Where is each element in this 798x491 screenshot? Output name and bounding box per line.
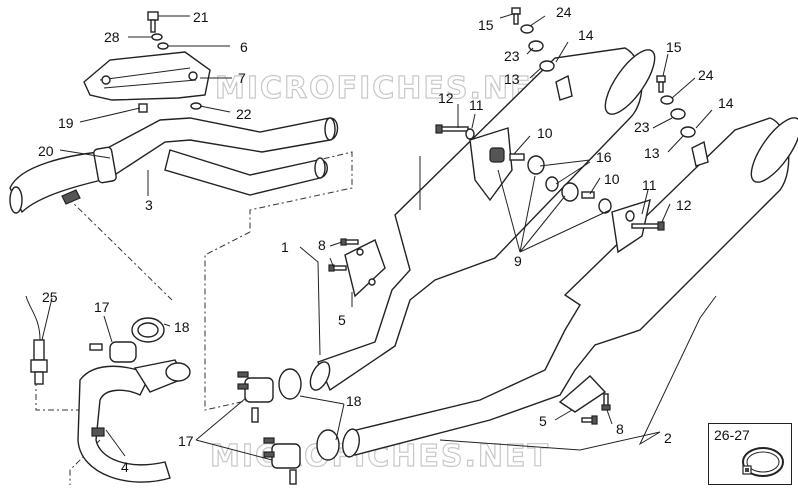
muffler-left [309,47,656,392]
callout-1: 1 [281,239,289,255]
callout-24-left: 24 [556,4,572,20]
header-pipe [9,117,339,214]
muffler-right [342,117,798,458]
watermark-top: MICROFICHES.NET [215,71,555,106]
callout-18-lower: 18 [346,393,362,409]
callout-6: 6 [240,39,248,55]
rubber-mount-lower [545,176,612,214]
callout-7: 7 [238,70,246,86]
guide-line-sensor [35,380,86,411]
callout-17-lower: 17 [178,433,194,449]
callout-10-lower: 10 [604,171,620,187]
guide-line-header [249,151,353,232]
callout-14-right: 14 [718,95,734,111]
bush-23-right [670,108,686,120]
callout-18-upper: 18 [174,319,190,335]
inset-label: 26-27 [714,427,750,443]
spacer-13-left [539,60,555,72]
bolt-15-right [656,75,666,93]
callout-2: 2 [664,430,672,446]
inset-panel: 26-27 [708,423,792,485]
sleeve-upper [131,317,165,343]
washer-11-right [625,210,635,222]
clamp-upper [89,341,137,363]
oxygen-sensor [25,295,48,385]
callout-4: 4 [121,459,129,475]
callout-15-right: 15 [666,39,682,55]
callout-23-left: 23 [504,48,520,64]
callout-10-upper: 10 [537,125,553,141]
mount-plate-right [611,198,651,254]
callout-20: 20 [38,143,54,159]
callout-16: 16 [596,149,612,165]
bolt-21 [147,11,159,33]
washer-28 [151,33,163,41]
nut-19 [138,103,148,113]
callout-13-left: 13 [504,71,520,87]
bracket-left [344,239,386,298]
bolts-8-right [581,393,611,425]
callout-13-right: 13 [644,145,660,161]
callout-28: 28 [104,29,120,45]
callout-19: 19 [58,115,74,131]
bolt-12-left [435,124,469,134]
callout-21: 21 [193,9,209,25]
hose-clamp-icon [742,447,784,477]
bracket-right [558,375,607,413]
callout-24-right: 24 [698,67,714,83]
guide-line-header-to-sleeve [67,197,173,301]
washer-6 [157,42,169,50]
washer-24-right [660,95,674,105]
callout-5-right: 5 [539,413,547,429]
callout-11-left: 11 [469,97,484,113]
bolt-12-right [631,221,665,231]
callout-labels: 21 28 6 7 22 19 20 3 1 8 5 12 11 10 16 1… [38,4,734,475]
sleeve-lower-b [316,429,340,461]
callout-12-left: 12 [438,90,454,106]
callout-14-left: 14 [578,27,594,43]
washer-24-left [520,24,534,34]
clamp-lower-a [237,371,274,423]
callout-23-right: 23 [634,119,650,135]
callout-22: 22 [236,106,252,122]
callout-12-right: 12 [676,197,692,213]
callout-3: 3 [145,197,153,213]
sleeve-lower-a [278,368,302,400]
spacer-13-right [680,126,696,138]
washer-11-left [465,128,475,140]
callout-11-right: 11 [642,177,657,193]
heat-shield [83,51,211,101]
washer-22 [190,102,202,110]
rubber-mount-upper [489,147,545,175]
callout-17-upper: 17 [94,299,110,315]
callout-8-left: 8 [318,237,326,253]
callout-15-left: 15 [478,17,494,33]
clamp-lower-b [263,437,301,485]
callout-25: 25 [42,289,58,305]
callout-9: 9 [514,253,522,269]
guide-line-left-box [204,231,251,411]
leader-lines [41,13,717,461]
callout-5-left: 5 [338,312,346,328]
bolt-15-left [511,7,521,25]
exhaust-manifold [77,359,191,483]
callout-8-right: 8 [616,421,624,437]
